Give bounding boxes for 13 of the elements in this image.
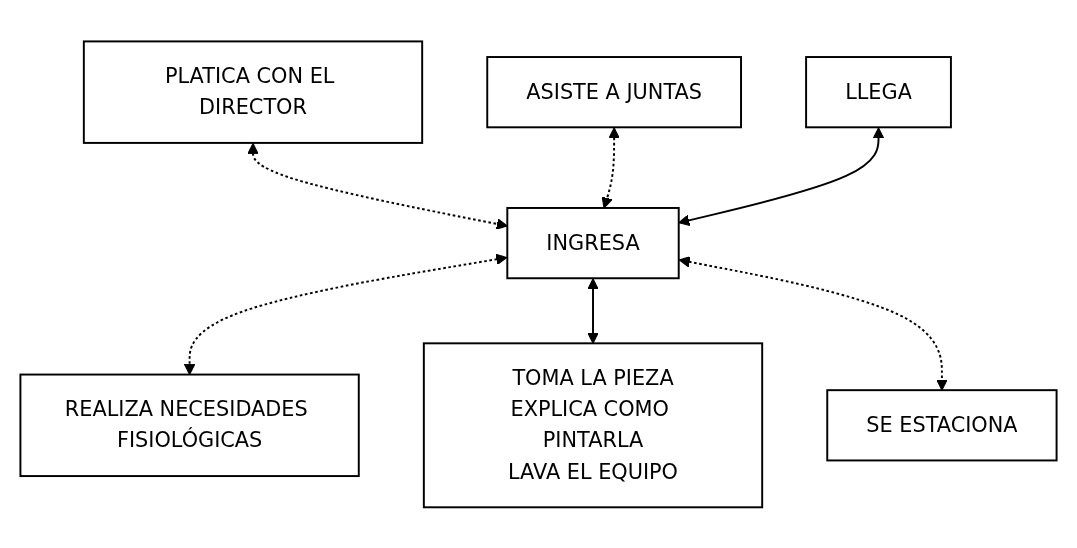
arrow: [678, 255, 948, 391]
arrow: [587, 277, 599, 344]
node-box: TOMA LA PIEZA EXPLICA COMO PINTARLA LAVA EL EQUIPO: [422, 342, 764, 508]
arrow: [601, 126, 620, 209]
node-box: SE ESTACIONA: [826, 388, 1058, 462]
node-box: PLATICA CON EL DIRECTOR: [82, 40, 424, 144]
arrow: [183, 253, 508, 375]
node-box: LLEGA: [805, 55, 952, 128]
arrow: [247, 142, 508, 230]
node-box: INGRESA: [506, 206, 680, 279]
arrow: [678, 126, 885, 226]
node-box: ASISTE A JUNTAS: [486, 55, 742, 128]
node-box: REALIZA NECESIDADES FISIOLÓGICAS: [19, 373, 360, 477]
